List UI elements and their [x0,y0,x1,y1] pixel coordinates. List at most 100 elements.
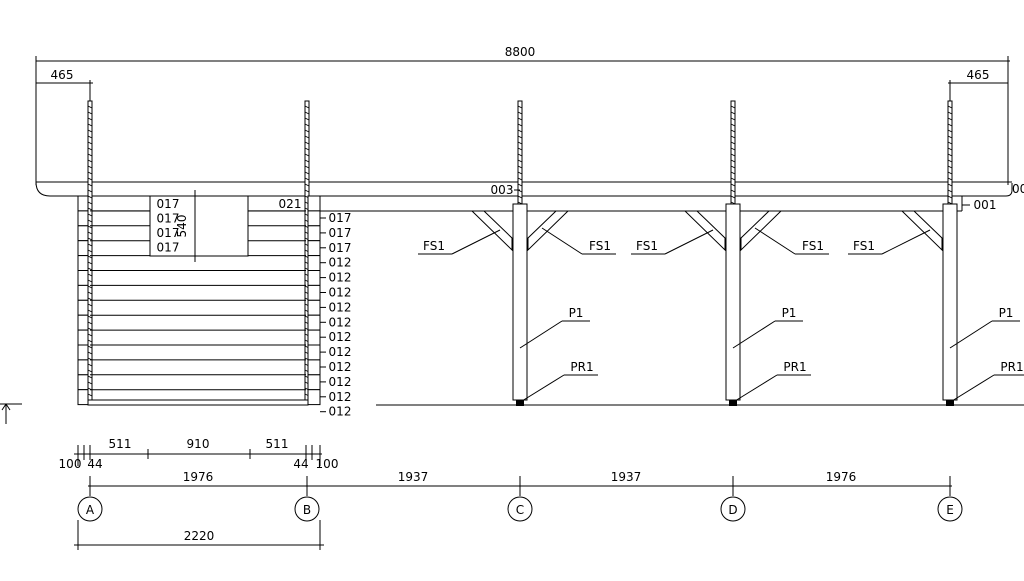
code-003: 003 [491,183,514,197]
rod-thread [87,291,93,295]
rod-thread [947,165,953,169]
rod-thread [87,363,93,367]
log-end-left [77,344,89,361]
threaded-rod-0 [87,100,93,402]
rod-thread [87,141,93,145]
post-body [725,203,741,401]
rod-thread [87,249,93,253]
axis-bubble [77,496,103,522]
rod-thread [730,129,736,133]
log-codes: 0170170170120120120120120120120120120120… [320,211,351,419]
rod-thread [304,189,310,193]
rod-thread [947,117,953,121]
rod-thread [304,159,310,163]
rod-thread [517,111,523,115]
rod-thread [87,285,93,289]
rod-thread [947,177,953,181]
rod-thread [87,339,93,343]
log-code-1: 017 [329,226,352,240]
rod-thread [87,117,93,121]
rod-thread [87,213,93,217]
dim-row1-4: 511 [266,437,289,451]
axis-E: E [937,476,963,522]
leader-p1 [949,320,993,349]
rod-thread [517,123,523,127]
rod-thread [517,177,523,181]
log-code-0: 017 [329,211,352,225]
post-body [942,203,958,401]
rod-thread [517,105,523,109]
post-body [512,203,528,401]
log-end-left [77,240,89,257]
axis-label: D [728,503,737,517]
rod-thread [304,183,310,187]
rod-thread [304,171,310,175]
rod-thread [517,153,523,157]
axis-bubble [720,496,746,522]
rod-thread [87,159,93,163]
rod-thread [947,123,953,127]
dim-row2-3: 1976 [826,470,857,484]
leader-fs1-left [881,229,931,255]
rod-thread [87,231,93,235]
rod-thread [947,111,953,115]
log-end-right [307,299,321,316]
log-end-left [77,270,89,286]
rod-thread [87,381,93,385]
dim-row1-6: 100 [316,457,339,471]
rod-thread [304,111,310,115]
brace-right [740,210,783,252]
rod-thread [87,165,93,169]
log-end-left [77,225,89,242]
rod-thread [304,135,310,139]
axis-D: D [720,476,746,522]
log-code-3: 012 [329,256,352,270]
brace-left [470,210,513,252]
dim-overhang-left-label: 465 [51,68,74,82]
dim-row1-5: 44 [293,457,308,471]
rod-thread [87,135,93,139]
rod-thread [87,195,93,199]
brace-right [527,210,570,252]
rod-thread [730,111,736,115]
rod-thread [730,195,736,199]
rod-thread [947,129,953,133]
log-code-8: 012 [329,330,352,344]
log-end-left [77,284,89,301]
rod-thread [87,237,93,241]
rod-thread [947,195,953,199]
rod-thread [517,165,523,169]
rod-thread [947,171,953,175]
rod-thread [87,351,93,355]
dim-row1-1: 44 [87,457,102,471]
rod-thread [947,141,953,145]
axis-B: B [294,476,320,522]
leader-p1 [732,320,776,349]
label-pr1: PR1 [783,360,806,374]
label-pr1: PR1 [1000,360,1023,374]
rod-thread [517,171,523,175]
rod-thread [730,165,736,169]
rod-thread [517,159,523,163]
label-fs1-left: FS1 [636,239,658,253]
rod-thread [730,117,736,121]
rod-thread [730,141,736,145]
log-code-4: 012 [329,271,352,285]
rod-thread [947,147,953,151]
rod-thread [87,219,93,223]
post-foot [946,400,954,406]
rod-thread [517,141,523,145]
roof-beam [35,84,1013,197]
log-end-right [307,255,321,272]
log-end-left [77,314,89,331]
rod-thread [304,105,310,109]
brace-left [900,210,943,252]
rod-thread [730,177,736,181]
leader-pr1 [951,374,995,402]
rod-thread [87,369,93,373]
log-end-right [307,284,321,301]
leader-fs1-left [451,229,501,255]
